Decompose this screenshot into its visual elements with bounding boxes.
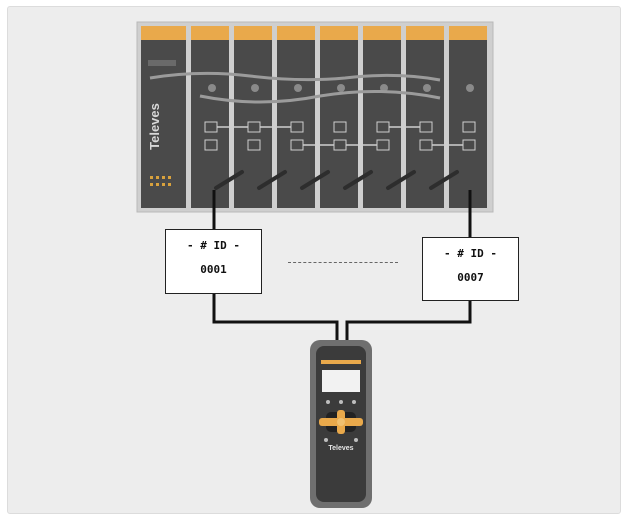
rack-brand-logo: Televes [145, 95, 185, 155]
power-supply-module [141, 26, 186, 208]
controller-screen [322, 370, 360, 392]
module-3 [277, 26, 315, 208]
id-box-label: - # ID - [187, 239, 240, 252]
module-1 [191, 26, 229, 208]
id-box-value: 0007 [457, 271, 484, 284]
rack-brand-label: Televes [146, 103, 162, 150]
id-box-first: - # ID - 0001 [165, 229, 262, 294]
module-6 [406, 26, 444, 208]
ellipsis-dashed-line [288, 262, 398, 263]
id-box-label: - # ID - [444, 247, 497, 260]
module-5 [363, 26, 401, 208]
controller-brand-label: Televes [328, 445, 354, 452]
id-box-value: 0001 [200, 263, 227, 276]
headend-rack [136, 21, 494, 213]
handheld-programmer [310, 340, 372, 508]
navigation-pad [319, 410, 363, 434]
module-2 [234, 26, 272, 208]
module-4 [320, 26, 358, 208]
connection-wires [212, 190, 472, 345]
module-7 [449, 26, 487, 208]
id-box-last: - # ID - 0007 [422, 237, 519, 301]
